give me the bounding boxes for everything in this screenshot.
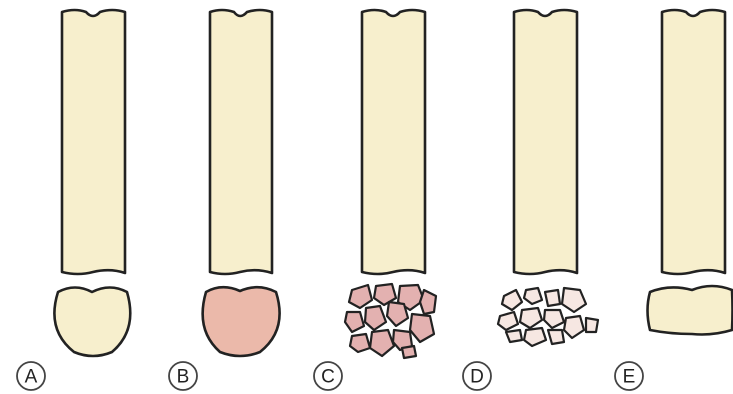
panel-label-d: D [470, 367, 484, 388]
panel-label-b: B [177, 367, 190, 388]
panel-b: B [169, 10, 280, 390]
fragment [345, 312, 364, 332]
bone-shaft-a [62, 10, 125, 274]
bone-shaft-b [210, 10, 272, 274]
fragment [365, 306, 386, 330]
fragment [544, 310, 564, 328]
fragment [349, 285, 372, 308]
panel-a: A [17, 10, 130, 390]
femoral-head-b [203, 287, 280, 356]
panel-label-d-badge: D [463, 362, 491, 390]
panel-d: D [463, 10, 598, 390]
fragment [498, 312, 518, 330]
fragmented-head-d [498, 288, 598, 346]
fragmented-head-c [345, 284, 436, 358]
fragment [524, 328, 546, 346]
bone-shaft-d [514, 10, 577, 274]
fragment [410, 314, 434, 342]
fragment [350, 334, 370, 352]
fragment [506, 330, 522, 342]
panel-label-a: A [25, 367, 38, 388]
femoral-head-a [54, 288, 130, 357]
fragment [502, 290, 522, 310]
fragment [420, 290, 436, 314]
fragment [524, 288, 542, 304]
bone-shaft-c [362, 10, 425, 274]
flattened-head-e [648, 286, 733, 335]
panel-e: E [615, 10, 733, 390]
fragment [402, 346, 416, 358]
fragment [586, 318, 598, 332]
panel-label-c-badge: C [314, 362, 342, 390]
fragment [370, 330, 394, 356]
fragment [562, 288, 586, 312]
panel-label-c: C [321, 367, 335, 388]
fragment [564, 316, 584, 338]
fragment [387, 302, 408, 326]
fragment [545, 290, 560, 306]
panel-c: C [314, 10, 436, 390]
panel-label-e: E [623, 367, 636, 388]
fragment [520, 308, 542, 328]
bone-shaft-e [662, 10, 725, 274]
panel-label-a-badge: A [17, 362, 45, 390]
panel-label-e-badge: E [615, 362, 643, 390]
fragment [548, 330, 564, 344]
panel-label-b-badge: B [169, 362, 197, 390]
